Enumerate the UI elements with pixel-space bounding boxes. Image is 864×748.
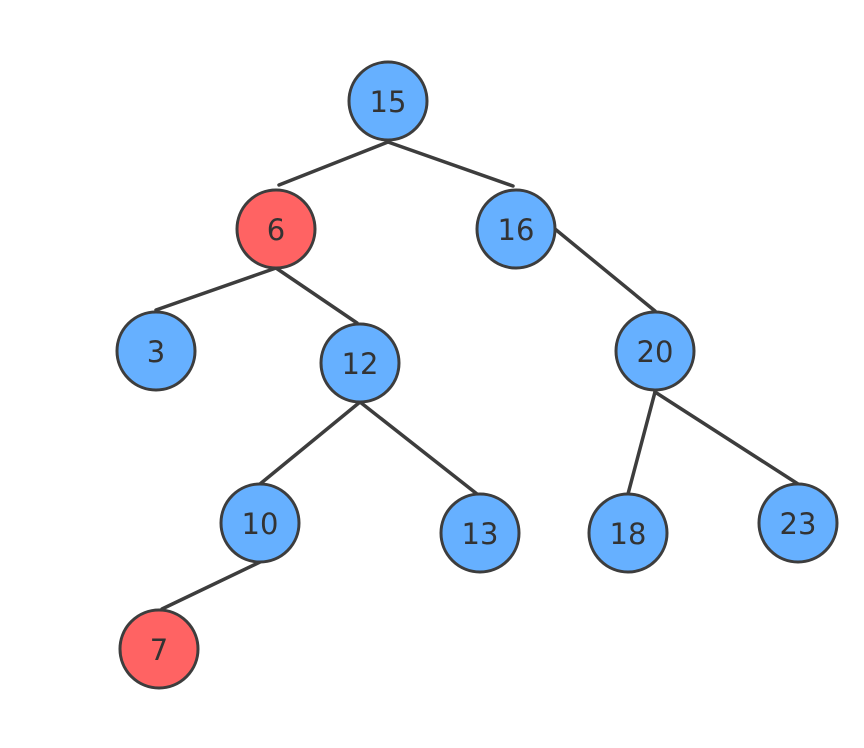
node-circle-16 [475,188,557,270]
node-label-10: 10 [242,507,279,541]
tree-node-16: 16 [475,188,557,270]
tree-edge-n20-n23 [653,390,800,486]
node-label-18: 18 [610,517,647,551]
node-circle-7 [118,608,200,690]
node-label-7: 7 [150,633,168,667]
tree-node-7: 7 [118,608,200,690]
node-circle-10 [219,482,301,564]
node-label-15: 15 [370,85,407,119]
tree-node-13: 13 [439,492,521,574]
tree-edge-n12-n13 [358,400,479,496]
tree-edge-n15-n6 [277,140,390,187]
tree-node-15: 15 [347,60,429,142]
tree-node-20: 20 [614,310,696,392]
tree-node-10: 10 [219,482,301,564]
nodes-layer: 15 6 16 3 12 20 10 13 18 23 7 [115,60,839,690]
tree-node-6: 6 [235,188,317,270]
node-circle-15 [347,60,429,142]
node-circle-23 [757,482,839,564]
node-circle-18 [587,492,669,574]
tree-edge-n15-n16 [386,140,515,188]
tree-node-12: 12 [319,322,401,404]
node-circle-6 [235,188,317,270]
tree-node-23: 23 [757,482,839,564]
tree-edge-n12-n10 [258,400,362,486]
tree-node-18: 18 [587,492,669,574]
tree-node-3: 3 [115,310,197,392]
node-label-13: 13 [462,517,499,551]
node-circle-3 [115,310,197,392]
tree-edge-n10-n7 [160,560,262,611]
node-label-20: 20 [637,335,674,369]
tree-edge-n6-n12 [274,266,359,325]
node-circle-13 [439,492,521,574]
tree-edge-n20-n18 [626,390,657,496]
tree-edge-n16-n20 [553,227,657,313]
tree-edge-n6-n3 [154,266,278,312]
edges-layer [154,140,800,611]
node-label-23: 23 [780,507,817,541]
node-circle-20 [614,310,696,392]
node-label-6: 6 [267,213,285,247]
node-label-12: 12 [342,347,379,381]
node-label-16: 16 [498,213,535,247]
node-label-3: 3 [147,335,165,369]
node-circle-12 [319,322,401,404]
